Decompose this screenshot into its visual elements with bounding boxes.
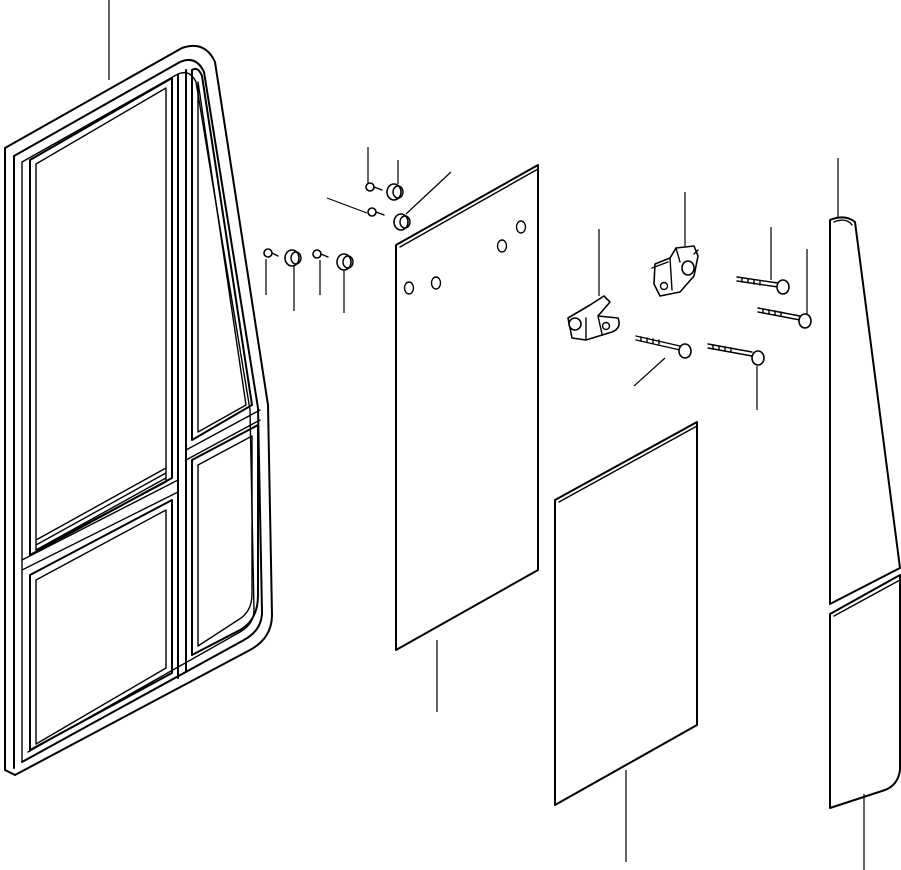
long-bolt — [757, 307, 812, 329]
small-screw — [367, 207, 385, 217]
bushing-nut — [386, 183, 404, 201]
latch-bracket-left — [567, 295, 620, 341]
side-glass-lower — [829, 574, 901, 809]
small-screw — [312, 249, 329, 259]
leader-line — [633, 357, 666, 387]
small-screw — [365, 182, 383, 192]
leader-line — [405, 171, 452, 215]
long-bolt — [635, 335, 692, 359]
bushing-nut — [393, 213, 411, 231]
long-bolt — [707, 343, 765, 366]
door-frame — [4, 44, 273, 776]
glass-panel-lower — [554, 421, 698, 806]
side-glass-upper — [829, 216, 901, 605]
leader-line — [326, 197, 368, 214]
leader-lines — [108, 0, 865, 870]
bushing-nut — [336, 253, 354, 271]
latch-bracket-right — [651, 245, 699, 297]
fasteners-upper — [263, 182, 411, 271]
bushing-nut — [284, 249, 302, 267]
mounting-hole — [403, 220, 527, 295]
long-bolt — [736, 276, 790, 295]
glass-panel-upper — [395, 164, 539, 651]
small-screw — [263, 248, 279, 258]
